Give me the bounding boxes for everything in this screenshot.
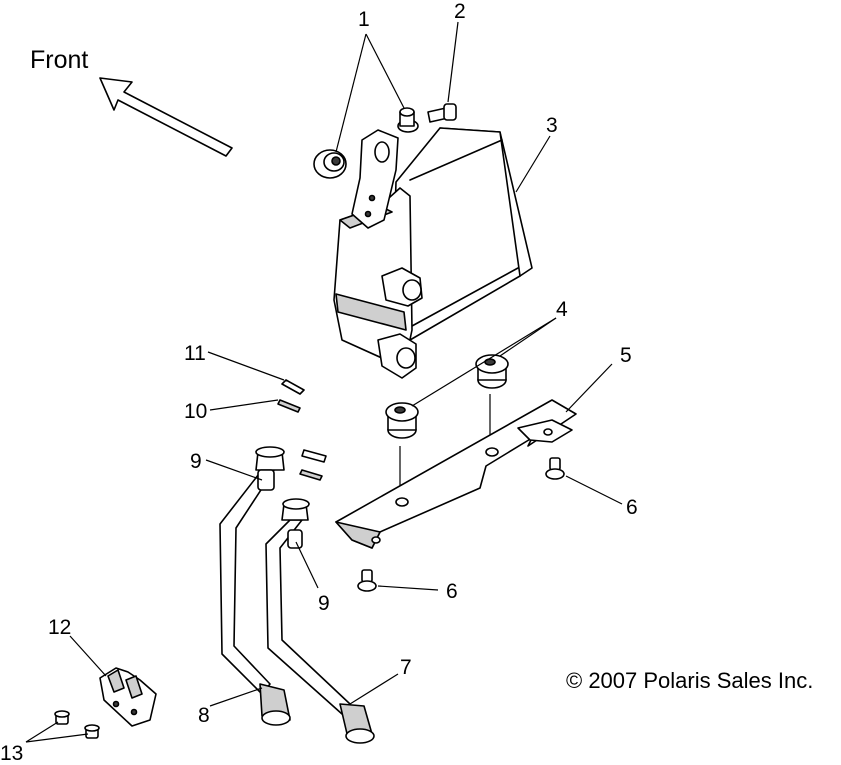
grommet-part-upper bbox=[397, 107, 419, 133]
screw-part-13-lower bbox=[84, 724, 100, 739]
clip-plate-part-12 bbox=[99, 667, 157, 727]
clamp-part-11 bbox=[281, 379, 327, 463]
grommet-part-lower bbox=[313, 149, 347, 179]
bolt-part-2 bbox=[427, 103, 457, 123]
callout-6-left: 6 bbox=[446, 580, 458, 603]
callout-labels: 1 2 3 4 5 6 6 7 8 9 9 10 11 12 13 bbox=[0, 0, 638, 765]
rubber-mount-part-right bbox=[475, 354, 509, 389]
front-arrow-icon bbox=[99, 77, 233, 157]
callout-8: 8 bbox=[198, 704, 210, 727]
callout-6-right: 6 bbox=[626, 496, 638, 519]
flange-bolt-part-left bbox=[357, 569, 377, 592]
callout-4: 4 bbox=[556, 298, 568, 321]
callout-10: 10 bbox=[184, 400, 207, 423]
mounting-bracket-part bbox=[335, 399, 577, 549]
callout-11: 11 bbox=[184, 342, 206, 365]
copyright-notice: © 2007 Polaris Sales Inc. bbox=[566, 668, 813, 693]
leader-lines bbox=[25, 21, 623, 743]
oil-cooler-part bbox=[333, 127, 533, 379]
rubber-mount-part-left bbox=[385, 402, 419, 439]
callout-2: 2 bbox=[454, 0, 466, 23]
callout-9-upper: 9 bbox=[190, 450, 202, 473]
callout-13: 13 bbox=[0, 742, 23, 765]
clamp-part-10 bbox=[277, 399, 323, 481]
callout-7: 7 bbox=[400, 656, 412, 679]
callout-1: 1 bbox=[358, 8, 370, 31]
screw-part-13-upper bbox=[54, 710, 70, 725]
callout-12: 12 bbox=[48, 616, 71, 639]
callout-9-lower: 9 bbox=[318, 592, 330, 615]
callout-3: 3 bbox=[546, 114, 558, 137]
flange-bolt-part-right bbox=[545, 457, 565, 480]
callout-5: 5 bbox=[620, 344, 632, 367]
oil-line-part-8 bbox=[219, 446, 291, 726]
front-label: Front bbox=[30, 46, 88, 74]
